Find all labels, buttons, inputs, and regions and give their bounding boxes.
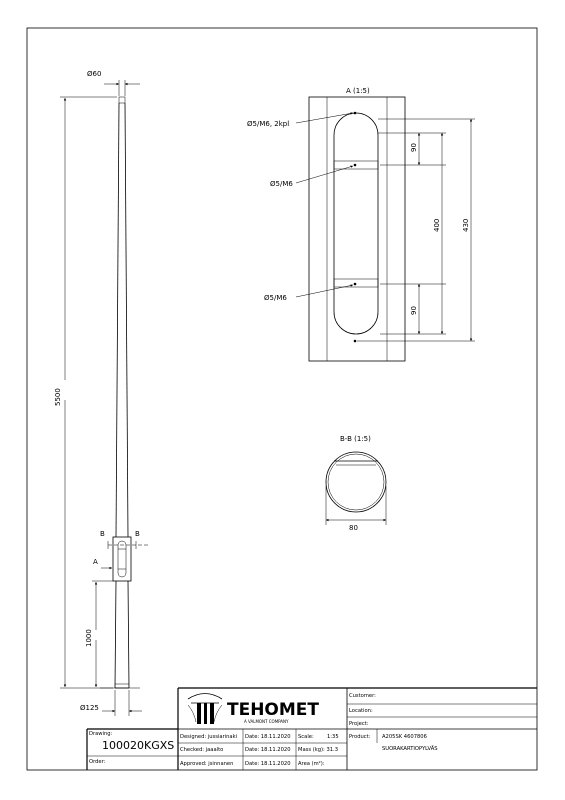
total-height-dimension [60,96,117,689]
hole-bottom-label: Ø5/M6 [264,294,287,302]
area-label: Area (m²): [298,761,325,767]
date-approved: Date: 18.11.2020 [245,761,291,767]
base-diameter-dimension [102,690,142,716]
section-marker-right: B [135,530,140,538]
drawing-label: Drawing: [89,731,113,737]
logo-tagline: A VALMONT COMPANY [244,719,289,724]
title-block [86,687,537,770]
dim-90-top-label: 90 [410,143,418,152]
product-code: A205SK 4607806 [382,734,427,740]
total-height-label: 5500 [54,388,62,406]
drawing-number: 100020KGXS [102,739,174,752]
dim-400-label: 400 [433,219,441,232]
scale-label: Scale: [298,734,314,740]
bottom-height-dimension [92,580,113,687]
section-bb-title: B-B (1:5) [340,435,371,443]
hole-top-label: Ø5/M6, 2kpl [247,120,289,128]
door-frame [112,536,132,582]
door-opening [333,112,379,335]
approved-by: Approved: jsinnanen [180,761,233,767]
pole-side-view [100,96,148,689]
detail-a-view [295,96,475,362]
detail-a-title: A (1:5) [346,87,370,95]
checked-by: Checked: jaaalto [180,747,223,753]
section-width-label: 80 [349,524,358,532]
bottom-height-label: 1000 [85,629,93,647]
location-label: Location: [349,708,373,714]
tehomet-logo [187,693,223,724]
date-designed: Date: 18.11.2020 [245,734,291,740]
designed-by: Designed: jussiarinaki [180,734,237,740]
date-checked: Date: 18.11.2020 [245,747,291,753]
mass-value: Mass (kg): 31.3 [298,747,338,753]
product-label: Product: [349,734,371,740]
base-diameter-label: Ø125 [80,704,99,712]
dim-90-bottom-label: 90 [410,306,418,315]
dim-430-label: 430 [462,219,470,232]
customer-label: Customer: [349,693,376,699]
top-diameter-label: Ø60 [87,70,101,78]
product-name: SUORAKARTIOPYLVÄS [382,745,438,752]
order-label: Order: [89,759,106,765]
project-label: Project: [349,721,369,727]
hole-mid-label: Ø5/M6 [270,180,293,188]
section-bb-view [325,451,387,525]
top-diameter-dimension [104,80,140,96]
sheet-border [26,27,538,771]
detail-marker: A [93,558,98,566]
scale-value: 1:35 [327,734,339,740]
logo-name: TEHOMET [227,700,319,720]
section-marker-left: B [100,530,105,538]
